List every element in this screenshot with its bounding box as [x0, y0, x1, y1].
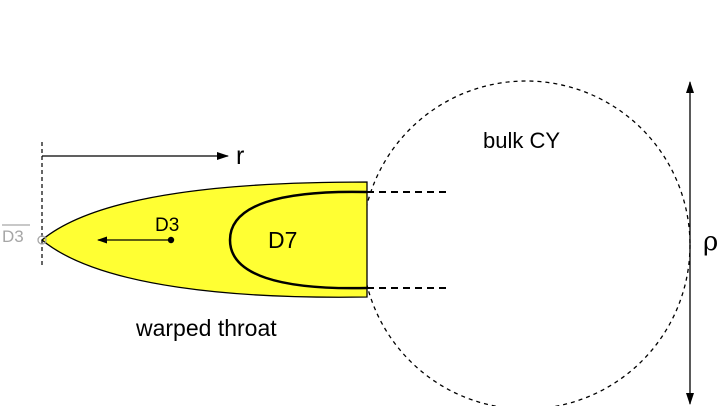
d7-brane-curve — [228, 190, 368, 290]
anti-d3-label: D3 — [2, 227, 24, 246]
rho-axis-label: ρ — [703, 227, 719, 257]
r-axis-label: r — [236, 142, 245, 170]
d7-label: D7 — [268, 227, 298, 253]
warped-throat-region — [40, 181, 368, 298]
warped-throat-label: warped throat — [136, 315, 277, 341]
bulk-cy-label: bulk CY — [483, 128, 561, 153]
d3-label: D3 — [155, 215, 180, 236]
anti-d3-marker — [37, 235, 47, 245]
